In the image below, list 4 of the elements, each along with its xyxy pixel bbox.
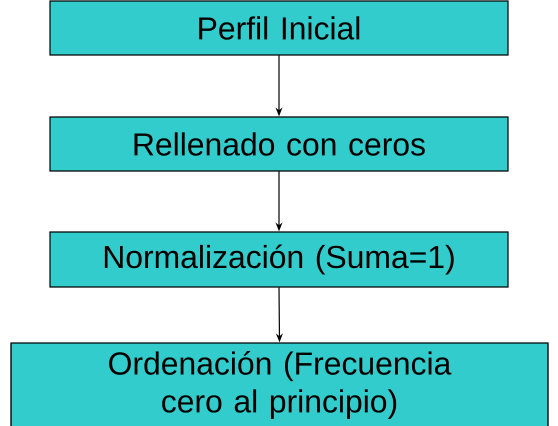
process-box: Perfil Inicial [49, 0, 509, 56]
process-box: Rellenado con ceros [49, 116, 509, 172]
process-box: Normalización (Suma=1) [49, 231, 509, 288]
process-box: Ordenación (Frecuencia cero al principio) [10, 342, 549, 426]
